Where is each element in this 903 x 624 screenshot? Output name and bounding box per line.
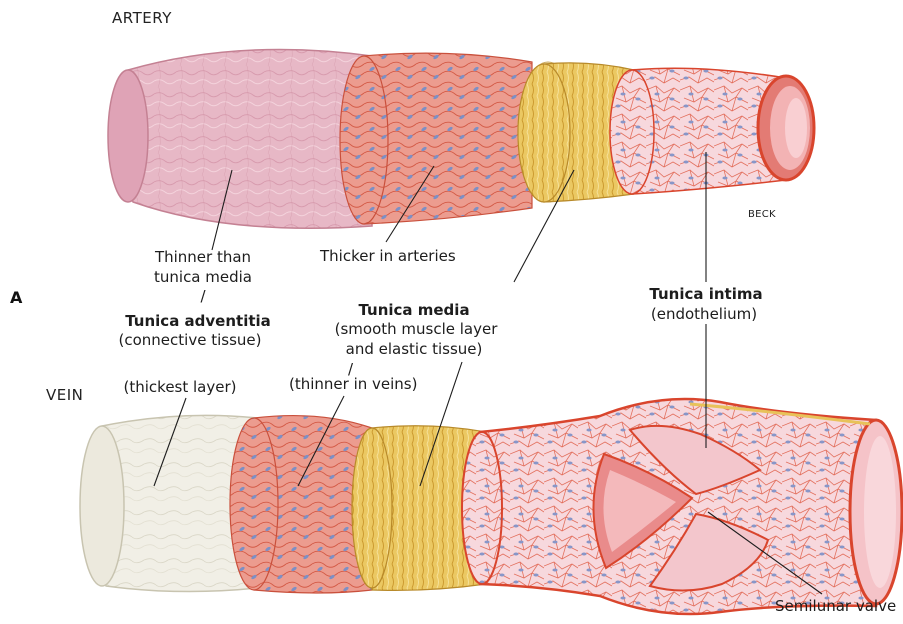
adventitia-vein-note: (thickest layer) bbox=[124, 378, 237, 397]
adventitia-name: Tunica adventitia bbox=[125, 312, 271, 331]
vein-illustration bbox=[80, 399, 902, 614]
media-desc-line1: (smooth muscle layer bbox=[335, 320, 498, 339]
media-artery-note: Thicker in arteries bbox=[320, 247, 456, 266]
vein-title: VEIN bbox=[46, 386, 83, 405]
media-desc-line2: and elastic tissue) bbox=[346, 340, 483, 359]
adventitia-desc: (connective tissue) bbox=[119, 331, 262, 350]
artery-illustration bbox=[108, 50, 814, 229]
adventitia-artery-note-line2: tunica media bbox=[154, 268, 252, 287]
media-vein-note: (thinner in veins) bbox=[289, 375, 417, 394]
adventitia-artery-note-line1: Thinner than bbox=[155, 248, 251, 267]
media-name: Tunica media bbox=[358, 301, 469, 320]
intima-desc: (endothelium) bbox=[651, 305, 757, 324]
figure-letter: A bbox=[10, 288, 22, 307]
artery-title: ARTERY bbox=[112, 9, 172, 28]
artist-signature: BECK bbox=[748, 205, 776, 224]
intima-name: Tunica intima bbox=[649, 285, 762, 304]
adventitia-slash: / bbox=[200, 287, 205, 306]
semilunar-valve-label: Semilunar valve bbox=[775, 597, 896, 616]
